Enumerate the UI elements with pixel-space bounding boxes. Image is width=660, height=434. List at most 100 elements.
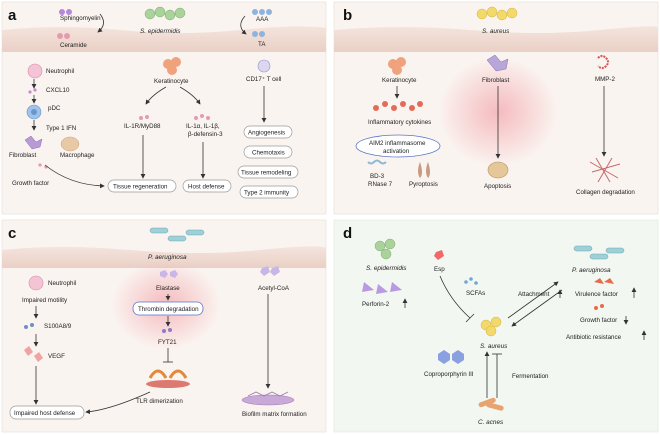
cxcl10-label: CXCL10	[46, 87, 70, 94]
attachment-label: Attachment	[518, 291, 550, 298]
s-epidermidis-icon-d	[374, 238, 396, 260]
apoptosis-icon	[487, 161, 509, 179]
host-defense-box	[182, 179, 232, 193]
pdc-label: pDC	[48, 105, 61, 112]
s-aureus-icon-d	[480, 316, 502, 337]
cytokines-icon	[373, 101, 423, 111]
sphingomyelin-label: Sphingomyelin	[60, 15, 101, 22]
fibroblast-icon	[24, 135, 43, 150]
panel-b: b S. aureus Keratinocyte Inflammatory cy…	[333, 1, 659, 215]
angiogenesis-box	[243, 125, 293, 139]
ta-icon	[252, 31, 265, 37]
virulence-label: Virulence factor	[575, 291, 618, 298]
c-acnes-icon	[478, 397, 504, 411]
chemotaxis-box	[243, 145, 293, 159]
keratinocyte-label-b: Keratinocyte	[382, 77, 417, 84]
neutrophil-icon-c	[28, 275, 44, 291]
coproporphyrin-icon	[438, 350, 464, 364]
ceramide-icon	[57, 33, 70, 39]
fibroblast-icon-b	[486, 54, 509, 72]
type1-ifn-label: Type 1 IFN	[46, 125, 76, 132]
collagen-icon	[589, 157, 621, 183]
t-cell-icon	[257, 59, 271, 73]
bd3-label: BD-3	[370, 173, 385, 180]
t-cell-label: CD17⁺ T cell	[246, 76, 281, 83]
perforin-icon	[362, 282, 402, 294]
ceramide-label: Ceramide	[60, 42, 87, 49]
fibroblast-label-a: Fibroblast	[9, 152, 36, 159]
panel-letter-b: b	[343, 7, 352, 24]
impaired-defense-label: Impaired host defense	[14, 410, 76, 417]
keratinocyte-label-a: Keratinocyte	[154, 78, 189, 85]
s-aureus-label-d: S. aureus	[480, 343, 508, 350]
esp-label: Esp	[434, 266, 445, 273]
panel-letter-a: a	[8, 7, 17, 24]
defensin-label: β-defensin-3	[188, 131, 223, 138]
biofilm-label: Biofilm matrix formation	[242, 411, 307, 418]
host-defense-label: Host defense	[188, 184, 225, 191]
panel-a: a Sphingomyelin Ceramide S. epidermidis …	[1, 1, 327, 215]
keratinocyte-icon-a	[163, 57, 181, 75]
aaa-icon	[252, 9, 272, 15]
pyroptosis-label: Pyroptosis	[409, 181, 438, 188]
vegf-label: VEGF	[48, 353, 65, 360]
angiogenesis-label: Angiogenesis	[248, 130, 285, 137]
mmp2-icon	[597, 55, 609, 69]
scfas-label: SCFAs	[466, 290, 485, 297]
tlr-icon	[146, 369, 190, 388]
p-aeruginosa-icon-c	[149, 227, 205, 242]
aim2-label-1: AIM2 inflammasome	[369, 140, 426, 147]
s-epidermidis-icon	[144, 6, 186, 21]
acetyl-coa-label: Acetyl-CoA	[258, 285, 290, 292]
fermentation-label: Fermentation	[512, 373, 549, 380]
neutrophil-label-a: Neutrophil	[46, 68, 74, 75]
p-aeruginosa-label-d: P. aeruginosa	[572, 267, 611, 274]
panel-letter-d: d	[343, 225, 352, 242]
growth-factor-label-d: Growth factor	[580, 317, 617, 324]
pdc-icon	[26, 104, 42, 120]
elastase-label: Elastase	[156, 285, 180, 292]
aim2-label-2: activation	[383, 148, 410, 155]
fibroblast-label-b: Fibroblast	[482, 77, 509, 84]
aim2-box	[355, 134, 441, 158]
species-label-b: S. aureus	[482, 28, 510, 35]
cytokines-label: Inflammatory cytokines	[368, 119, 431, 126]
scfas-icon	[464, 277, 478, 285]
motility-label: Impaired motility	[22, 297, 68, 304]
il1a-label: IL-1α, IL-1β,	[186, 123, 220, 130]
thrombin-label: Thrombin degradation	[138, 306, 199, 313]
neutrophil-icon	[27, 63, 43, 79]
tissue-regeneration-box	[107, 179, 177, 193]
panel-c: c P. aeruginosa Neutrophil Impaired moti…	[1, 219, 327, 433]
collagen-label: Collagen degradation	[576, 189, 635, 196]
aaa-label: AAA	[256, 16, 269, 23]
species-label-a: S. epidermidis	[140, 28, 181, 35]
c-acnes-label: C. acnes	[478, 419, 504, 426]
perforin-label: Perforin-2	[362, 301, 390, 308]
neutrophil-label-c: Neutrophil	[48, 280, 76, 287]
tlr-label: TLR dimerization	[136, 398, 183, 405]
panel-letter-c: c	[8, 225, 16, 242]
tissue-regeneration-label: Tissue regeneration	[113, 184, 168, 191]
bd3-icon	[367, 159, 387, 165]
s-epidermidis-label-d: S. epidermidis	[366, 265, 407, 272]
elastase-icon	[160, 270, 178, 278]
skin-layer-b	[334, 26, 659, 52]
esp-icon	[434, 250, 444, 260]
vegf-icon	[24, 346, 43, 362]
macrophage-label: Macrophage	[60, 152, 95, 159]
acetyl-coa-icon	[260, 266, 280, 276]
sphingomyelin-icon	[59, 9, 72, 15]
keratinocyte-icon-b	[388, 57, 406, 75]
biofilm-icon	[241, 391, 295, 406]
mmp2-label: MMP-2	[595, 76, 615, 83]
apoptosis-label: Apoptosis	[484, 183, 511, 190]
il1r-label: IL-1R/MyD88	[124, 123, 161, 130]
macrophage-icon	[60, 136, 80, 152]
growth-factor-label-a: Growth factor	[12, 180, 49, 187]
virulence-icon	[594, 278, 614, 284]
type2-immunity-box	[239, 185, 299, 199]
antibiotic-label: Antibiotic resistance	[566, 334, 622, 341]
type2-immunity-label: Type 2 immunity	[244, 190, 290, 197]
impaired-defense-box	[9, 405, 85, 420]
